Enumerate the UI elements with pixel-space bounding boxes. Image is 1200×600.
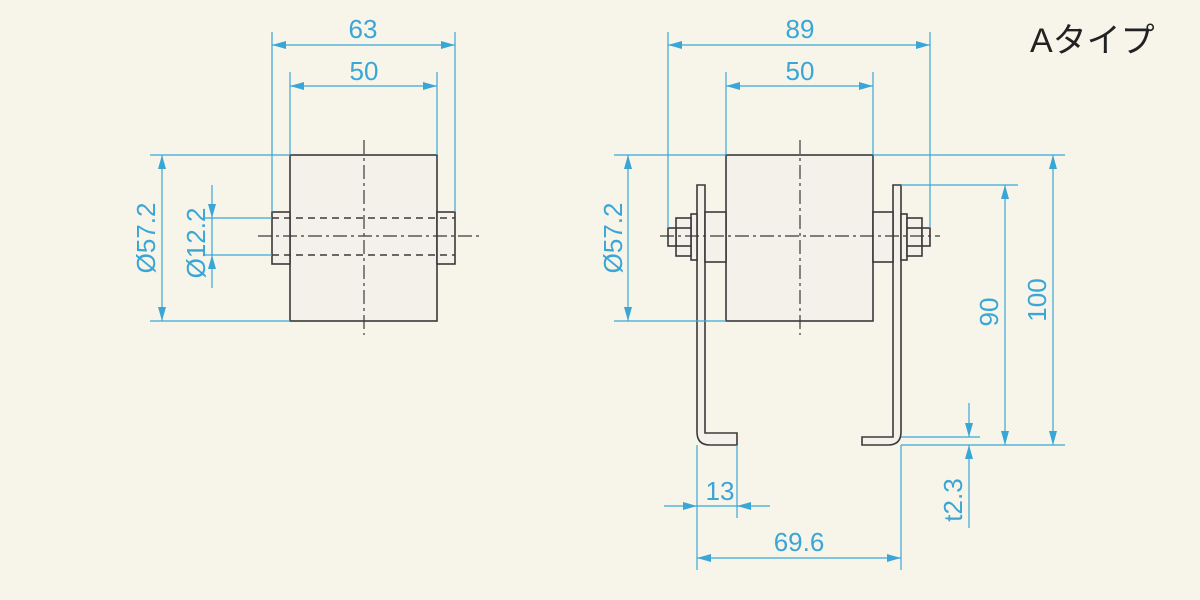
dim-right-89: 89 [786, 14, 815, 44]
dim-right-t23: t2.3 [938, 478, 968, 521]
right-bracket-left [696, 184, 738, 446]
left-view [258, 140, 480, 335]
right-washer-left [690, 213, 698, 261]
right-nut-right [906, 217, 923, 257]
right-bolt-right [921, 227, 931, 247]
right-bracket-right [861, 184, 902, 446]
dim-right-50: 50 [786, 56, 815, 86]
left-dimensions: 63 50 Ø57.2 Ø12.2 [131, 14, 456, 322]
dim-left-63: 63 [349, 14, 378, 44]
right-spacer-right [872, 211, 894, 263]
dim-right-13: 13 [706, 476, 735, 506]
dim-right-69-6: 69.6 [774, 527, 825, 557]
dim-right-100: 100 [1022, 278, 1052, 321]
dim-right-dia-57: Ø57.2 [598, 203, 628, 274]
dim-left-dia-57: Ø57.2 [131, 203, 161, 274]
right-dimensions: 89 50 Ø57.2 100 90 t2.3 [598, 14, 1065, 570]
right-view [660, 140, 940, 446]
dim-right-90: 90 [974, 298, 1004, 327]
right-washer-right [900, 213, 908, 261]
left-shaft-stub-left [271, 211, 291, 265]
left-shaft-stub-right [436, 211, 456, 265]
dim-left-50: 50 [350, 56, 379, 86]
right-bolt-left [667, 227, 677, 247]
right-nut-left [675, 217, 692, 257]
type-title: Aタイプ [1030, 22, 1155, 60]
right-spacer-left [704, 211, 727, 263]
dim-left-dia-12: Ø12.2 [181, 208, 211, 279]
